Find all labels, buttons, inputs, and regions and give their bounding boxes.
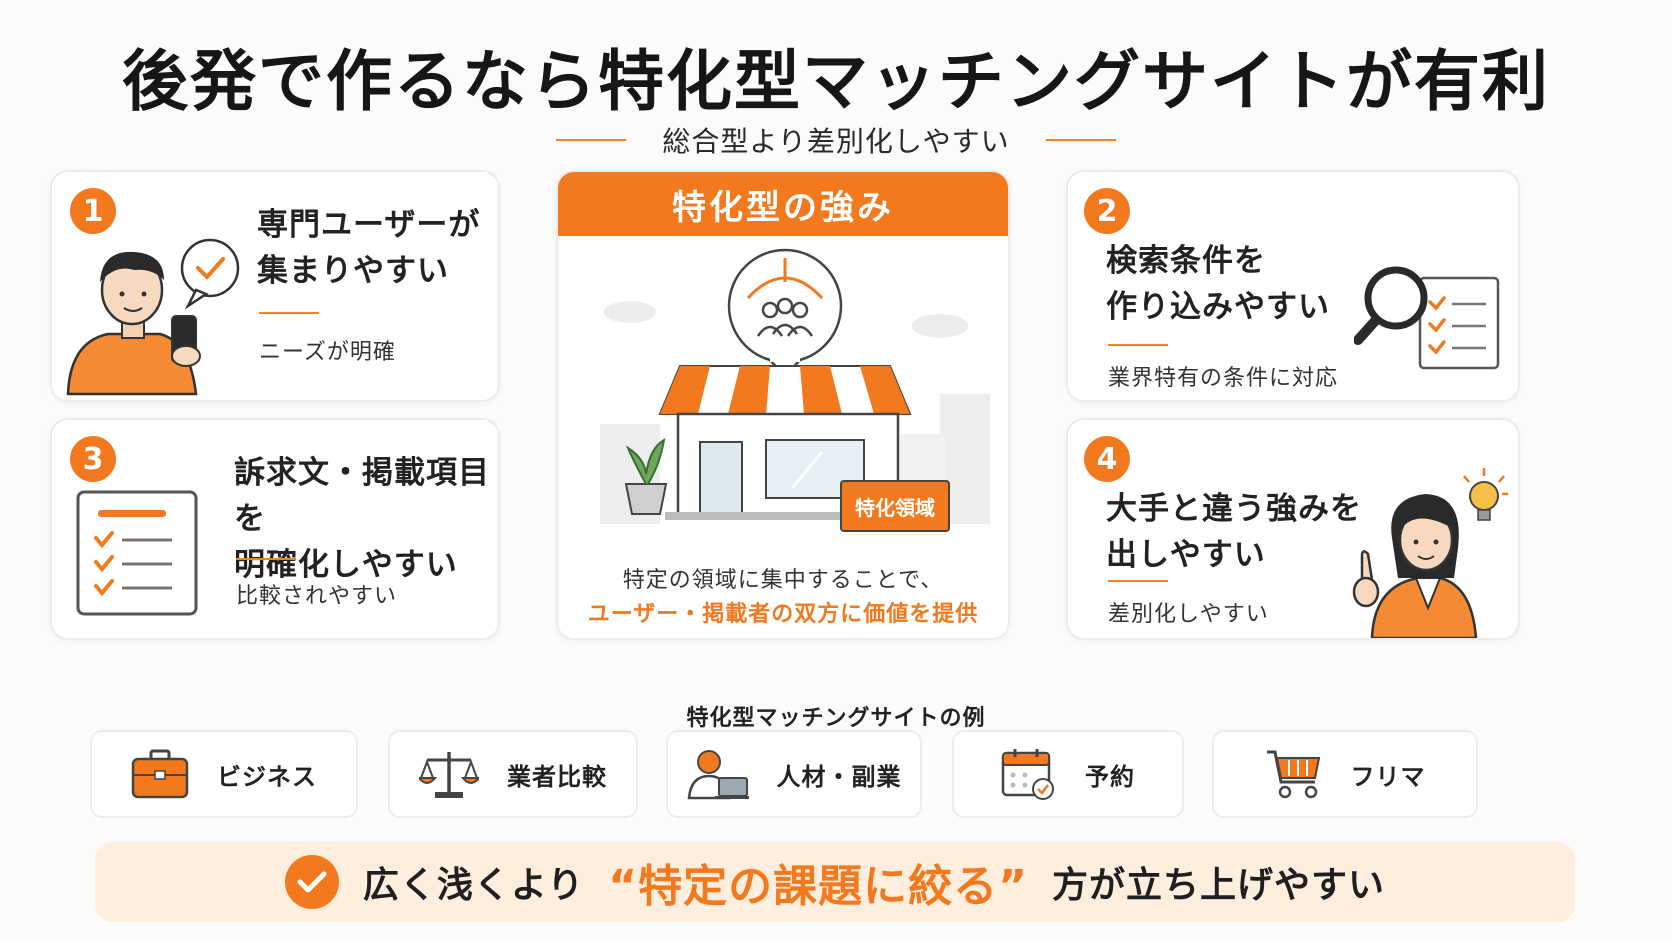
specialty-sign-label: 特化領域 [855,495,935,520]
scale-icon [419,752,479,798]
example-business: ビジネス [90,730,358,818]
magnifier-checklist-icon [1354,266,1500,370]
person-laptop-icon [687,750,749,800]
strengths-line-2: ユーザー・掲載者の双方に価値を提供 [587,602,979,627]
banner-text-before: 広く浅くより [362,865,585,906]
subtitle-row: 総合型より差別化しやすい [0,120,1672,160]
banner-highlight: “特定の課題に絞る” [608,861,1029,912]
person-with-phone-icon [66,238,240,396]
card-2: 2 検索条件を 作り込みやすい 業界特有の条件に対応 [1066,170,1520,402]
card-3: 3 訴求文・掲載項目を 明確化しやすい 比較されやすい [50,418,500,640]
subtitle-divider-right [1045,139,1116,141]
card-3-number: 3 [70,436,116,482]
example-vendor-comparison-label: 業者比較 [507,762,607,791]
woman-with-lightbulb-icon [1352,468,1508,638]
shopping-cart-icon [1266,750,1320,799]
card-1-desc: ニーズが明確 [259,340,396,365]
example-flea-market-label: フリマ [1350,762,1426,791]
check-icon [284,855,339,909]
example-business-label: ビジネス [217,762,317,791]
example-reservation-label: 予約 [1085,762,1135,791]
specialty-sign: 特化領域 [840,480,950,532]
card-4-desc: 差別化しやすい [1108,602,1269,627]
example-flea-market: フリマ [1212,730,1478,818]
card-2-title: 検索条件を 作り込みやすい [1106,243,1330,325]
calendar-icon [1001,749,1054,800]
card-4-title: 大手と違う強みを 出しやすい [1106,491,1362,573]
specialty-shop-illustration [600,248,990,524]
examples-title: 特化型マッチングサイトの例 [686,706,986,731]
card-2-number: 2 [1084,188,1130,234]
card-2-rule [1108,344,1168,346]
subtitle: 総合型より差別化しやすい [662,125,1010,158]
checklist-board-icon [76,490,198,616]
page-title: 後発で作るなら特化型マッチングサイトが有利 [122,43,1550,120]
card-2-desc: 業界特有の条件に対応 [1108,366,1339,391]
strengths-heading: 特化型の強み [558,172,1008,236]
strengths-line-1: 特定の領域に集中することで、 [622,568,944,593]
card-4-rule [1108,580,1168,582]
card-3-rule [236,558,296,560]
example-reservation: 予約 [952,730,1184,818]
conclusion-banner: 広く浅くより “特定の課題に絞る” 方が立ち上げやすい [95,842,1575,922]
example-vendor-comparison: 業者比較 [388,730,638,818]
strengths-text: 特定の領域に集中することで、 ユーザー・掲載者の双方に価値を提供 [558,564,1008,632]
example-talent: 人材・副業 [666,730,922,818]
subtitle-divider-left [556,139,627,141]
card-3-title: 訴求文・掲載項目を 明確化しやすい [234,455,490,583]
card-1: 1 専門ユーザーが 集まりやすい ニーズが明確 [50,170,500,402]
card-4: 4 大手と違う強みを 出しやすい 差別化しやすい [1066,418,1520,640]
card-1-number: 1 [70,188,116,234]
card-3-desc: 比較されやすい [236,584,398,609]
briefcase-icon [131,749,189,799]
strengths-card: 特化型の強み 特化領域 特定の領域に集中することで、 ユーザー・掲載者の双方に価… [556,170,1010,640]
card-1-rule [259,312,319,314]
example-talent-label: 人材・副業 [776,762,902,791]
card-4-number: 4 [1084,436,1130,482]
card-1-title: 専門ユーザーが 集まりやすい [257,207,481,289]
banner-text-after: 方が立ち上げやすい [1052,865,1386,906]
